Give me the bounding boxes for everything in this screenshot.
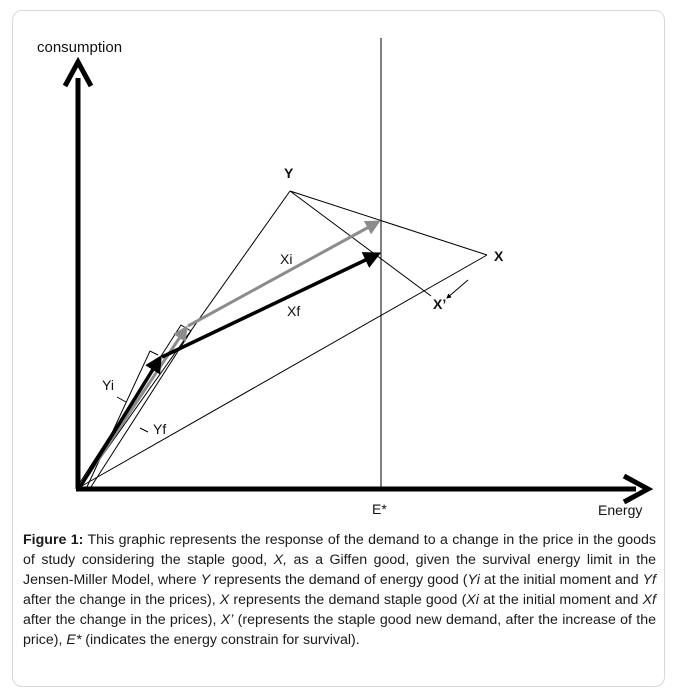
figure-caption-label: Figure 1:	[23, 532, 84, 548]
y-axis-arrowhead	[62, 56, 94, 88]
yi-hook	[116, 396, 127, 403]
caption-run: after the change in the prices),	[23, 612, 221, 628]
caption-run: Xi	[466, 592, 479, 608]
x-axis-arrowhead	[622, 473, 654, 505]
point-y-label: Y	[284, 165, 294, 181]
e-star-label: E*	[372, 501, 387, 517]
caption-run: as a Giffen good, given the survival ene…	[23, 552, 656, 588]
y-axis-label: consumption	[37, 39, 122, 56]
caption-run: This graphic represents the response of …	[23, 532, 656, 568]
figure-caption-text: This graphic represents the response of …	[23, 532, 656, 648]
budget-line-x-to-origin	[79, 254, 488, 488]
caption-run: Y	[200, 572, 211, 588]
caption-run: Xf	[642, 592, 656, 608]
caption-run: (represents the staple good new demand, …	[23, 612, 656, 648]
vector-xf-arrow	[161, 252, 382, 359]
caption-run: X,	[273, 552, 288, 568]
vector-xf-label: Xf	[287, 303, 300, 319]
vector-xi-arrow	[187, 220, 381, 328]
x-axis-label: Energy	[598, 502, 642, 518]
budget-line-y-to-x-prime	[289, 190, 432, 297]
caption-run: at the initial moment and	[479, 572, 643, 588]
shift-arrow	[446, 279, 469, 299]
vector-yf-arrow	[78, 355, 162, 488]
vector-xi-label: Xi	[280, 251, 292, 267]
caption-run: X’	[220, 612, 234, 628]
vector-yi-label: Yi	[102, 377, 114, 393]
point-x-label: X	[494, 248, 504, 264]
caption-run: Yf	[642, 572, 656, 588]
budget-line-y-to-origin	[79, 190, 291, 488]
caption-run: X	[219, 592, 230, 608]
figure-caption: Figure 1: This graphic represents the re…	[23, 530, 656, 650]
giffen-good-diagram: consumption Energy E* Y X X’ Xi Xf Yi Yf	[37, 38, 654, 518]
budget-line-y-to-x	[289, 190, 488, 256]
caption-run: Yi	[467, 572, 480, 588]
caption-run: represents the demand of energy good (	[210, 572, 468, 588]
point-x-prime-label: X’	[433, 296, 446, 312]
yf-hook	[139, 427, 149, 433]
caption-run: E*	[66, 632, 82, 648]
caption-run: (indicates the energy constrain for surv…	[81, 632, 360, 648]
vector-yf-label: Yf	[153, 421, 166, 437]
caption-run: at the initial moment and	[478, 592, 643, 608]
caption-run: after the change in the prices),	[23, 592, 220, 608]
figure-frame	[12, 10, 665, 687]
caption-run: represents the demand staple good (	[229, 592, 467, 608]
